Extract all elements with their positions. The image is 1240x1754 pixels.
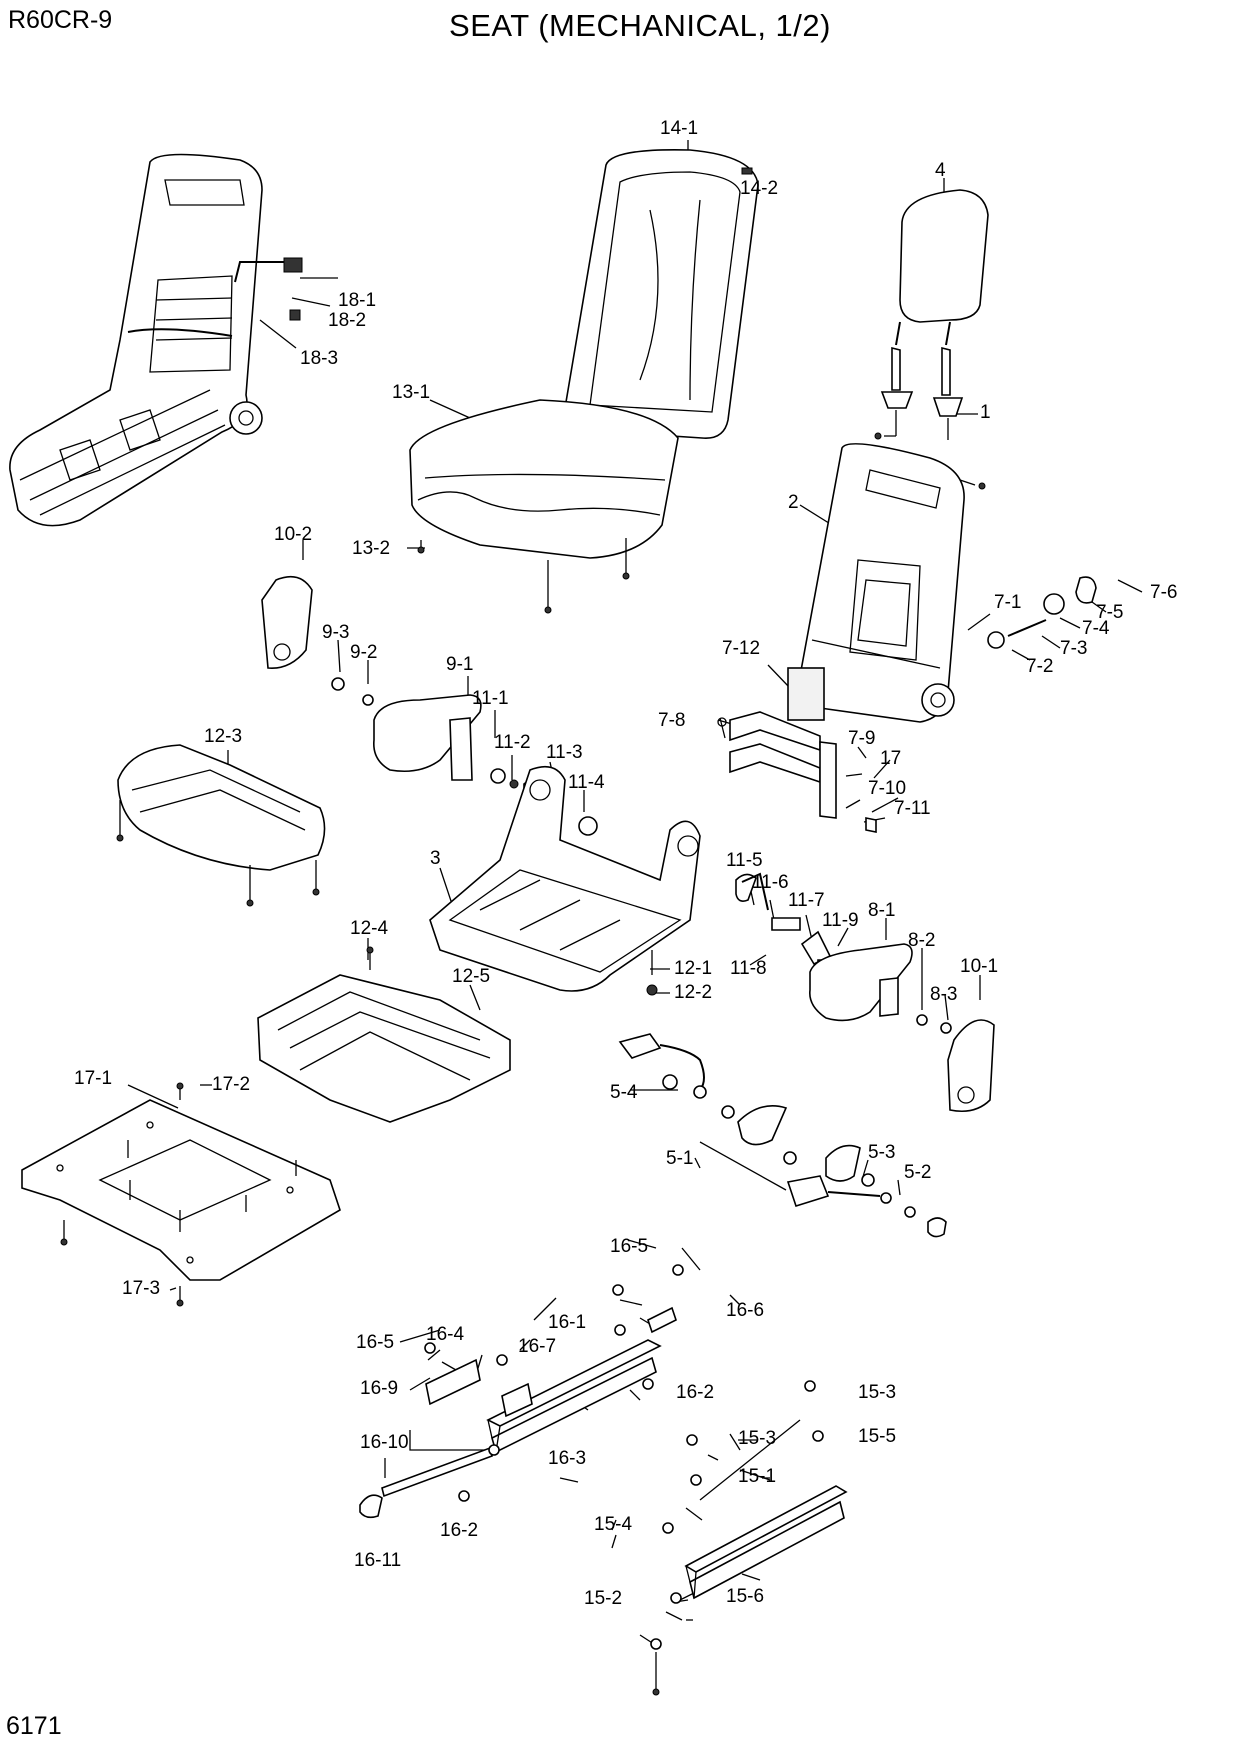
callout-8-2: 8-2 — [908, 930, 935, 951]
callout-11-9: 11-9 — [822, 910, 859, 931]
callout-16-6: 16-6 — [726, 1300, 764, 1321]
callout-18-1: 18-1 — [338, 290, 376, 311]
headrest-drawing — [880, 189, 989, 440]
callout-16-2-right: 16-2 — [676, 1382, 714, 1403]
callout-11-2: 11-2 — [494, 732, 531, 753]
callout-16-4: 16-4 — [426, 1324, 464, 1345]
callout-12-1: 12-1 — [674, 958, 712, 979]
callout-12-3: 12-3 — [204, 726, 242, 747]
callout-15-5: 15-5 — [858, 1426, 896, 1447]
callout-8-1: 8-1 — [868, 900, 895, 921]
callout-7-8: 7-8 — [658, 710, 685, 731]
callout-11-8: 11-8 — [730, 958, 767, 979]
seat-cushion-drawing — [409, 399, 679, 614]
callout-12-5: 12-5 — [452, 966, 490, 987]
callout-5-1: 5-1 — [666, 1148, 693, 1169]
mounting-plate-drawing — [21, 1082, 341, 1307]
callout-7-10: 7-10 — [868, 778, 906, 799]
callout-9-2: 9-2 — [350, 642, 377, 663]
callout-7-6: 7-6 — [1150, 582, 1177, 603]
right-slide-rail-drawing — [650, 1380, 848, 1696]
callout-8-3: 8-3 — [930, 984, 957, 1005]
callout-13-1: 13-1 — [392, 382, 430, 403]
callout-16-3: 16-3 — [548, 1448, 586, 1469]
left-slide-rail-drawing — [359, 1264, 684, 1519]
callout-3: 3 — [430, 848, 441, 869]
callout-5-4: 5-4 — [610, 1082, 638, 1103]
callout-17-1: 17-1 — [74, 1068, 112, 1089]
callout-15-3-right: 15-3 — [858, 1382, 896, 1403]
model-code: R60CR-9 — [8, 6, 113, 34]
callout-2: 2 — [788, 492, 799, 513]
seat-base-frame-drawing — [429, 765, 832, 996]
callout-15-6: 15-6 — [726, 1586, 764, 1607]
backrest-cushion-drawing — [563, 148, 759, 439]
callout-16-5-left: 16-5 — [356, 1332, 394, 1353]
callout-4: 4 — [935, 160, 946, 181]
callout-5-3: 5-3 — [868, 1142, 895, 1163]
seat-frame-assembly-drawing — [9, 153, 303, 527]
callout-15-4: 15-4 — [594, 1514, 632, 1535]
callout-7-12: 7-12 — [722, 638, 760, 659]
callout-16-5-top: 16-5 — [610, 1236, 648, 1257]
callout-16-2-bottom: 16-2 — [440, 1520, 478, 1541]
callout-7-1: 7-1 — [994, 592, 1021, 613]
callout-16-1: 16-1 — [548, 1312, 586, 1333]
callout-15-3-mid: 15-3 — [738, 1428, 776, 1449]
callout-1: 1 — [980, 402, 991, 423]
seat-underpan-drawing — [257, 946, 511, 1123]
callout-17-2: 17-2 — [212, 1074, 250, 1095]
callout-11-4: 11-4 — [568, 772, 605, 793]
page-title: SEAT (MECHANICAL, 1/2) — [449, 8, 831, 43]
callout-7-11: 7-11 — [894, 798, 931, 819]
callout-18-3: 18-3 — [300, 348, 338, 369]
callout-7-4: 7-4 — [1082, 618, 1110, 639]
callout-16-10: 16-10 — [360, 1432, 409, 1453]
callout-9-3: 9-3 — [322, 622, 349, 643]
callout-7-2: 7-2 — [1026, 656, 1053, 677]
callout-12-2: 12-2 — [674, 982, 712, 1003]
callout-17-3: 17-3 — [122, 1278, 160, 1299]
callout-11-1: 11-1 — [472, 688, 509, 709]
callout-16-7: 16-7 — [518, 1336, 556, 1357]
callout-labels: 14-1 14-2 4 18-1 18-2 18-3 13-1 1 2 13-2… — [74, 118, 1177, 1609]
right-armrest-drawing — [809, 943, 995, 1113]
callout-13-2: 13-2 — [352, 538, 390, 559]
callout-7-5: 7-5 — [1096, 602, 1123, 623]
seat-pan-cover-drawing — [116, 744, 326, 907]
callout-10-2: 10-2 — [274, 524, 312, 545]
callout-16-11: 16-11 — [354, 1550, 401, 1571]
callout-12-4: 12-4 — [350, 918, 388, 939]
left-armrest-drawing — [261, 575, 598, 836]
callout-7-3: 7-3 — [1060, 638, 1087, 659]
callout-9-1: 9-1 — [446, 654, 473, 675]
callout-16-9: 16-9 — [360, 1378, 398, 1399]
callout-15-1: 15-1 — [738, 1466, 776, 1487]
recline-mechanism-drawing — [717, 576, 1097, 833]
callout-15-2: 15-2 — [584, 1588, 622, 1609]
callout-17: 17 — [880, 748, 901, 769]
page-number: 6171 — [6, 1712, 62, 1740]
callout-5-2: 5-2 — [904, 1162, 931, 1183]
callout-11-7: 11-7 — [788, 890, 825, 911]
leader-lines — [127, 140, 1143, 1649]
callout-11-3: 11-3 — [546, 742, 583, 763]
callout-14-2: 14-2 — [740, 178, 778, 199]
callout-11-5: 11-5 — [726, 850, 763, 871]
callout-18-2: 18-2 — [328, 310, 366, 331]
backrest-frame-drawing — [798, 432, 986, 723]
callout-11-6: 11-6 — [752, 872, 789, 893]
callout-7-9: 7-9 — [848, 728, 875, 749]
callout-10-1: 10-1 — [960, 956, 998, 977]
seat-belt-drawing — [618, 1033, 947, 1238]
callout-14-1: 14-1 — [660, 118, 698, 139]
